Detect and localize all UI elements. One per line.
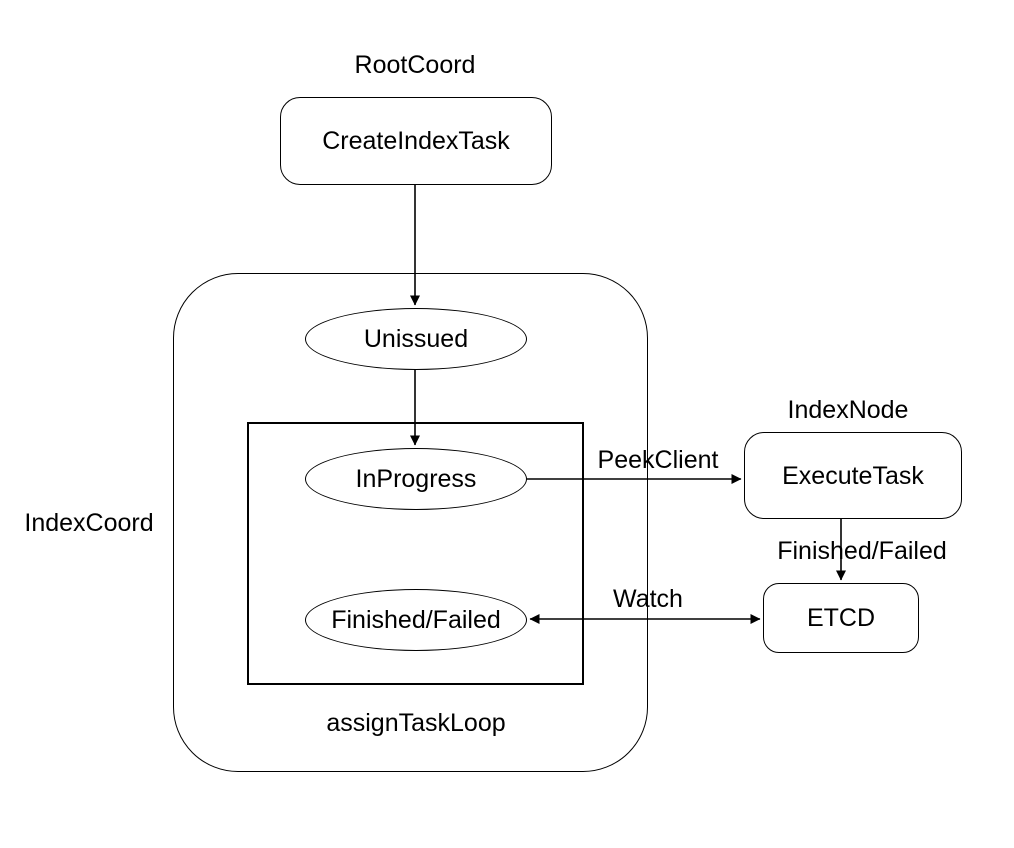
root-coord-label: RootCoord [354, 51, 476, 79]
node-finished-failed: Finished/Failed [305, 589, 527, 651]
edge-label-finished-failed: Finished/Failed [777, 537, 947, 565]
index-coord-label: IndexCoord [24, 509, 154, 537]
node-in-progress-label: InProgress [355, 465, 477, 493]
node-execute-task-label: ExecuteTask [782, 461, 924, 490]
edge-label-watch: Watch [613, 585, 683, 613]
node-etcd-label: ETCD [806, 604, 876, 632]
index-node-label: IndexNode [787, 396, 909, 424]
node-unissued: Unissued [305, 308, 527, 370]
edge-label-peek-client: PeekClient [597, 446, 719, 474]
assign-task-loop-label: assignTaskLoop [326, 709, 506, 737]
node-create-index-task-label: CreateIndexTask [322, 127, 510, 155]
node-finished-failed-label: Finished/Failed [331, 606, 501, 634]
node-etcd: ETCD [763, 583, 919, 653]
node-execute-task: ExecuteTask [744, 432, 962, 519]
node-unissued-label: Unissued [363, 325, 469, 353]
index-coord-container [173, 273, 648, 772]
node-in-progress: InProgress [305, 448, 527, 510]
node-create-index-task: CreateIndexTask [280, 97, 552, 185]
